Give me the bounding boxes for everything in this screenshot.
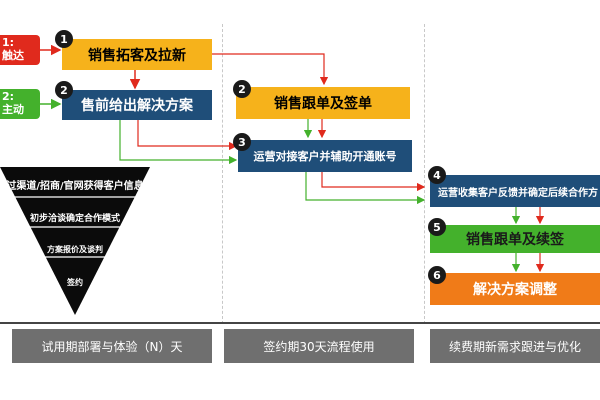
step1-badge: 1 [55, 30, 73, 48]
funnel-level-4: 签约 [67, 278, 83, 287]
footer-signing-label: 签约期30天流程使用 [263, 339, 375, 354]
step3-label: 运营对接客户并辅助开通账号 [253, 150, 397, 163]
funnel-level-1: 过渠道/招商/官网获得客户信息 [6, 181, 144, 192]
step4-label: 运营收集客户反馈并确定后续合作方 [438, 187, 598, 199]
funnel [0, 167, 150, 315]
column-divider-1 [222, 24, 223, 324]
footer-renewal-period: 续费期新需求跟进与优化 [430, 329, 600, 363]
step5-label: 销售跟单及续签 [466, 232, 564, 248]
step6-box: 解决方案调整 [430, 273, 600, 305]
step3-box: 运营对接客户并辅助开通账号 [238, 140, 412, 172]
step2b-box: 销售跟单及签单 [236, 87, 410, 119]
step1-number: 1 [60, 32, 68, 46]
step4-box: 运营收集客户反馈并确定后续合作方 [430, 175, 600, 207]
step2-box: 售前给出解决方案 [62, 90, 212, 120]
step5-badge: 5 [428, 218, 446, 236]
step3-badge: 3 [233, 133, 251, 151]
step3-number: 3 [238, 135, 246, 149]
step6-number: 6 [433, 268, 441, 282]
step6-badge: 6 [428, 266, 446, 284]
arrow-step3-to-step4-red [321, 172, 426, 192]
step2-number: 2 [60, 83, 68, 97]
step4-badge: 4 [428, 166, 446, 184]
arrow-step1-to-step2b [212, 53, 329, 86]
step4-number: 4 [433, 168, 441, 182]
active-tag-number: 2: [2, 90, 15, 104]
step1-box: 销售拓客及拉新 [62, 39, 212, 70]
active-tag-label: 主动 [2, 103, 24, 116]
step2-badge: 2 [55, 81, 73, 99]
arrow-step2-to-step3-green [119, 120, 238, 165]
step1-label: 销售拓客及拉新 [88, 47, 186, 64]
step5-number: 5 [433, 220, 441, 234]
touch-tag-number: 1: [2, 36, 15, 50]
funnel-level-2: 初步洽谈确定合作模式 [29, 214, 120, 224]
column-divider-2 [424, 24, 425, 324]
touch-tag: 1: 触达 [0, 35, 40, 65]
arrow-step3-to-step4-green [305, 172, 426, 205]
footer-trial-label: 试用期部署与体验（N）天 [41, 339, 183, 354]
step2b-badge: 2 [233, 80, 251, 98]
step2b-number: 2 [238, 82, 246, 96]
funnel-shape [0, 167, 150, 315]
touch-tag-label: 触达 [2, 49, 24, 62]
footer-rule [0, 322, 600, 324]
step5-box: 销售跟单及续签 [430, 225, 600, 253]
footer-trial-period: 试用期部署与体验（N）天 [12, 329, 212, 363]
active-tag: 2: 主动 [0, 89, 40, 119]
arrow-step2-to-step3-red [137, 120, 238, 151]
step2b-label: 销售跟单及签单 [274, 96, 372, 112]
footer-renewal-label: 续费期新需求跟进与优化 [448, 339, 581, 354]
footer-signing-period: 签约期30天流程使用 [224, 329, 414, 363]
funnel-level-3: 方案报价及谈判 [47, 245, 103, 254]
step6-label: 解决方案调整 [473, 282, 557, 298]
step2-label: 售前给出解决方案 [81, 98, 193, 114]
